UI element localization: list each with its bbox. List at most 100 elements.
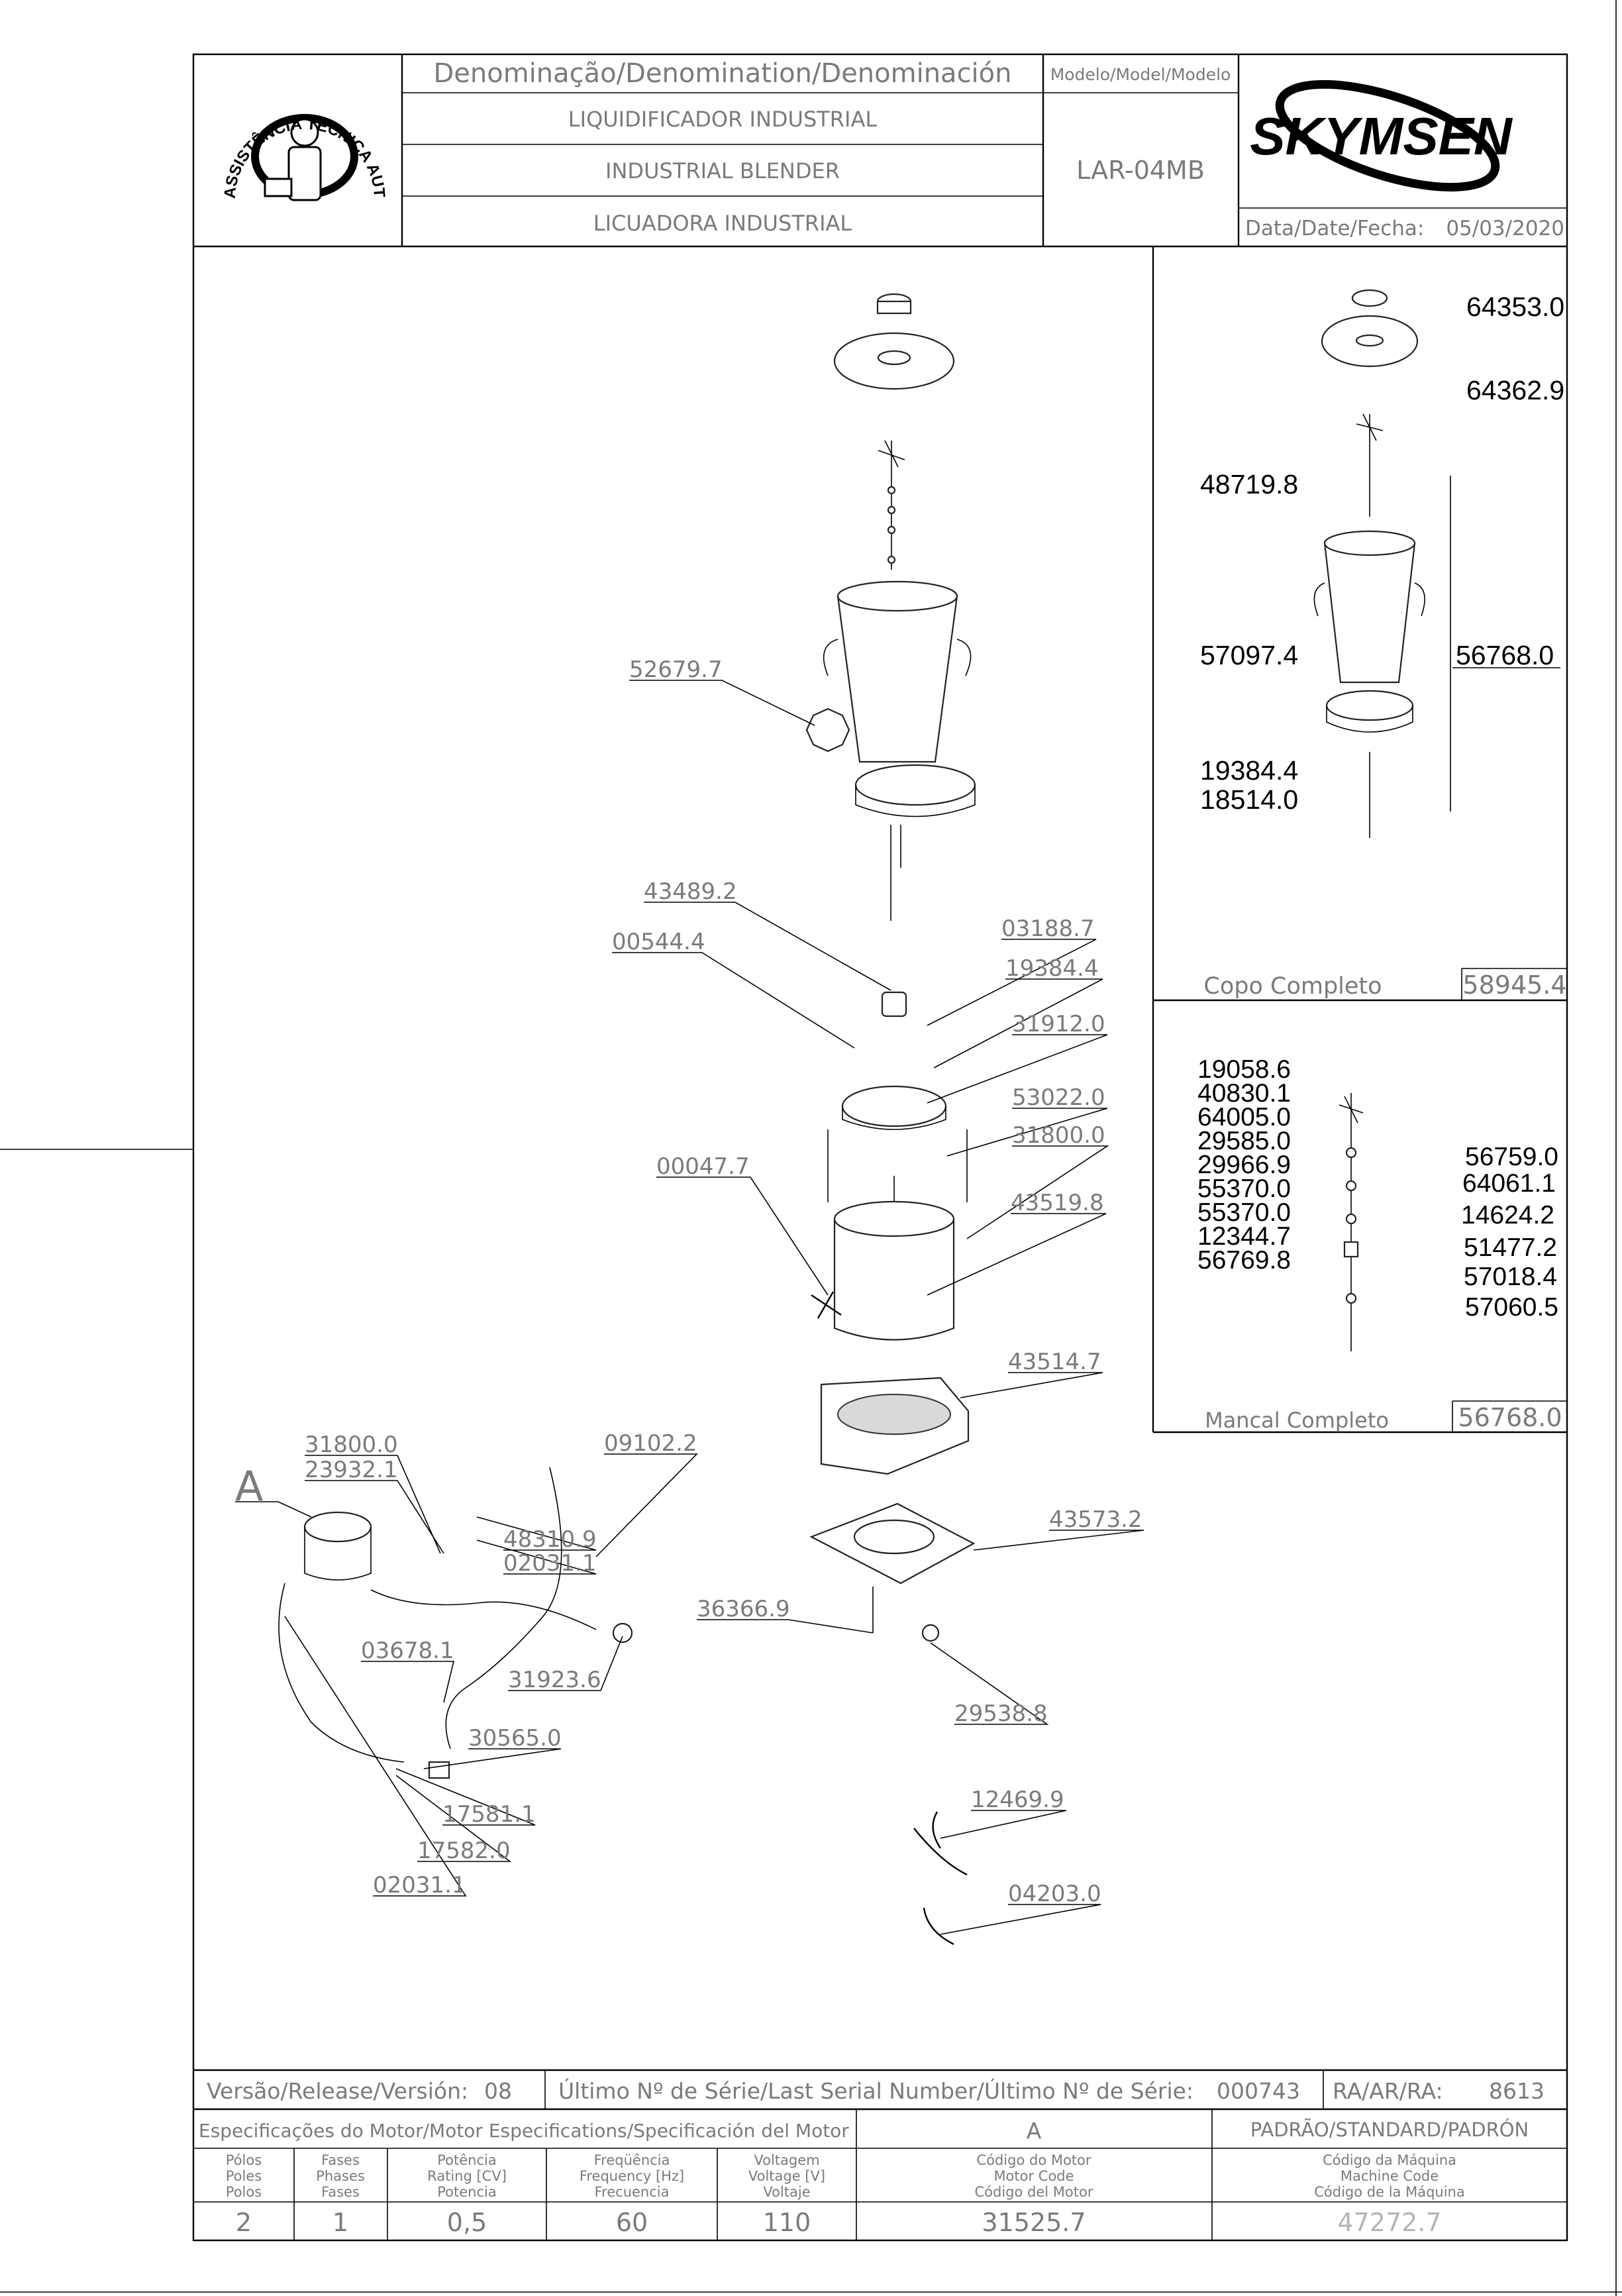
mancal-right-label: 64061.1 xyxy=(1462,1169,1556,1198)
copo-completo-panel: Copo Completo 58945.4 64353.0 64362.9 48… xyxy=(1152,246,1567,1432)
mancal-right-label: 57018.4 xyxy=(1464,1263,1557,1291)
mancal-left-label: 55370.0 xyxy=(1197,1198,1291,1227)
callout-label: 17581.1 xyxy=(442,1801,536,1828)
mancal-left-label: 64005.0 xyxy=(1197,1103,1291,1131)
drawing-frame xyxy=(192,53,1568,2242)
col-fases: Phases xyxy=(316,2168,365,2184)
copo-label: 19384.4 xyxy=(1200,755,1298,786)
val-voltagem: 110 xyxy=(763,2208,811,2237)
col-fases: Fases xyxy=(321,2184,360,2200)
gasket-icon xyxy=(805,707,850,753)
bearing-housing-icon xyxy=(841,1085,947,1127)
col-polos: Poles xyxy=(226,2168,262,2184)
coupling-icon xyxy=(881,991,907,1018)
name-en: INDUSTRIAL BLENDER xyxy=(605,158,840,183)
col-machine-code: Machine Code xyxy=(1341,2168,1439,2184)
callout-label: 31912.0 xyxy=(1012,1011,1105,1037)
callout-label: 03188.7 xyxy=(1001,915,1095,942)
callout-label: 31800.0 xyxy=(305,1432,398,1458)
cup-icon xyxy=(836,595,958,763)
name-es: LICUADORA INDUSTRIAL xyxy=(593,211,852,236)
callout-label: 43573.2 xyxy=(1049,1506,1142,1533)
motor-spec-label: Especificações do Motor/Motor Especifica… xyxy=(199,2120,849,2142)
col-freq: Frequency [Hz] xyxy=(580,2168,684,2184)
col-motor-code: Código do Motor xyxy=(976,2152,1091,2168)
callout-leaders xyxy=(284,680,1144,1935)
col-polos: Pólos xyxy=(226,2152,262,2168)
serial-value: 000743 xyxy=(1217,2078,1300,2104)
mancal-title: Mancal Completo xyxy=(1205,1408,1389,1433)
col-freq: Freqüência xyxy=(594,2152,670,2168)
callout-label: 30565.0 xyxy=(468,1725,562,1751)
mancal-right-label: 57060.5 xyxy=(1465,1293,1558,1322)
callout-label: 17582.0 xyxy=(417,1838,511,1864)
brand-wordmark: SKYMSEN xyxy=(1250,107,1513,166)
connector-icon xyxy=(428,1761,450,1779)
date-label: Data/Date/Fecha: xyxy=(1245,217,1424,240)
ra-value: 8613 xyxy=(1489,2078,1545,2104)
callout-label: 09102.2 xyxy=(604,1430,697,1457)
col-freq: Frecuencia xyxy=(595,2184,670,2200)
serial-label: Último Nº de Série/Last Serial Number/Úl… xyxy=(558,2077,1193,2104)
val-freq: 60 xyxy=(616,2208,648,2237)
callout-label: 48310.9 xyxy=(503,1526,597,1553)
val-fases: 1 xyxy=(332,2208,348,2237)
mancal-left-label: 19058.6 xyxy=(1197,1055,1291,1084)
callout-label: 43514.7 xyxy=(1008,1349,1101,1375)
copo-cup-icon xyxy=(1323,542,1416,684)
col-potencia: Potencia xyxy=(437,2184,496,2200)
callout-label: 36366.9 xyxy=(697,1596,790,1622)
cup-base-icon xyxy=(854,764,976,806)
copo-label: 56768.0 xyxy=(1456,640,1554,670)
copo-label: 18514.0 xyxy=(1200,784,1298,815)
callout-labels: 52679.7 43489.2 00544.4 03188.7 19384.4 … xyxy=(305,656,1142,1907)
detail-a-label: A xyxy=(235,1462,263,1510)
skymsen-logo: SKYMSEN xyxy=(1250,79,1513,192)
mancal-left-label: 40830.1 xyxy=(1197,1079,1291,1108)
callout-label: 02031.1 xyxy=(373,1872,466,1899)
callout-label: 12469.9 xyxy=(971,1787,1064,1813)
detail-motor-icon xyxy=(303,1511,372,1543)
footer-table: Versão/Release/Versión: 08 Último Nº de … xyxy=(193,2069,1567,2240)
copo-code: 58945.4 xyxy=(1462,970,1566,1000)
callout-label: 03678.1 xyxy=(361,1638,454,1664)
mancal-left-label: 29585.0 xyxy=(1197,1127,1291,1155)
technician-body-icon xyxy=(287,146,322,201)
callout-label: 23932.1 xyxy=(305,1457,398,1483)
callout-label: 29538.8 xyxy=(954,1700,1048,1727)
model-label: Modelo/Model/Modelo xyxy=(1050,65,1231,84)
col-potencia: Potência xyxy=(437,2152,496,2168)
motor-cylinder-icon xyxy=(833,1219,955,1341)
toolbox-icon xyxy=(264,178,293,197)
col-motor-code: Motor Code xyxy=(993,2168,1074,2184)
standard-label: PADRÃO/STANDARD/PADRÓN xyxy=(1250,2118,1529,2141)
copo-title: Copo Completo xyxy=(1203,973,1382,1000)
col-motor-code: Código del Motor xyxy=(975,2184,1093,2200)
ra-label: RA/AR/RA: xyxy=(1333,2078,1443,2104)
cable-gland-icon xyxy=(612,1622,633,1644)
mancal-left-label: 29966.9 xyxy=(1197,1151,1291,1179)
copo-label: 64362.9 xyxy=(1466,375,1564,405)
callout-label: 00544.4 xyxy=(612,929,705,955)
callout-label: 31923.6 xyxy=(508,1667,601,1693)
callout-label: 31800.0 xyxy=(1012,1122,1105,1149)
val-polos: 2 xyxy=(236,2208,252,2237)
mancal-right-label: 51477.2 xyxy=(1464,1233,1557,1262)
foot-icon xyxy=(921,1624,940,1642)
callout-label: 43519.8 xyxy=(1011,1190,1104,1216)
val-motor-code: 31525.7 xyxy=(982,2208,1086,2237)
model-value: LAR-04MB xyxy=(1076,156,1205,185)
date-value: 05/03/2020 xyxy=(1446,217,1564,240)
version-value: 08 xyxy=(484,2078,512,2104)
callout-label: 19384.4 xyxy=(1005,955,1099,982)
col-polos: Polos xyxy=(226,2184,262,2200)
col-machine-code: Código da Máquina xyxy=(1323,2152,1456,2168)
version-label: Versão/Release/Versión: xyxy=(207,2078,468,2104)
col-voltagem: Voltaje xyxy=(763,2184,810,2200)
exploded-view: A xyxy=(235,293,976,1946)
blade-icon xyxy=(878,440,905,468)
copo-label: 57097.4 xyxy=(1200,640,1298,670)
callout-label: 52679.7 xyxy=(629,656,723,683)
mancal-right-label: 14624.2 xyxy=(1461,1201,1554,1229)
col-fases: Fases xyxy=(321,2152,360,2168)
